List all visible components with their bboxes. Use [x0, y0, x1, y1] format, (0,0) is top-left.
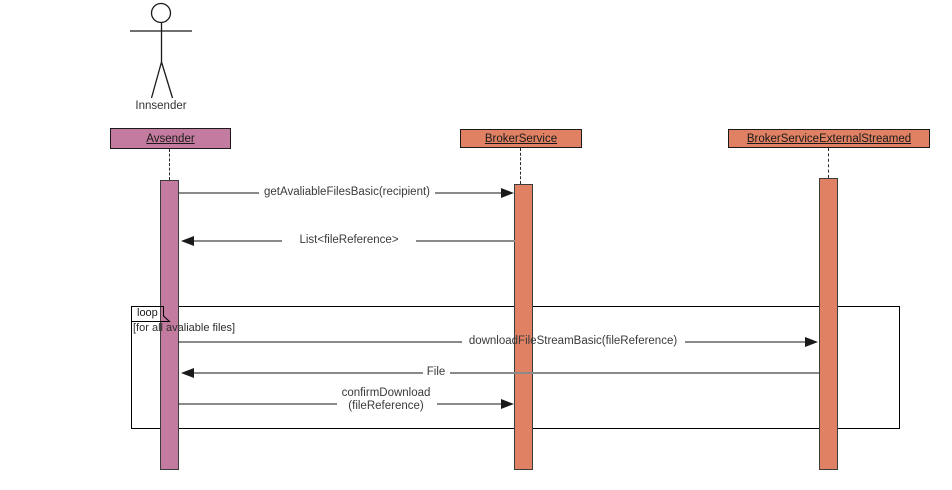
message-line-segment: [194, 372, 423, 374]
message-label: List<fileReference>: [299, 234, 399, 246]
loop-guard-label: [for all avaliable files]: [133, 322, 236, 334]
participant-label-brokerserviceexternalstreamed: BrokerServiceExternalStreamed: [746, 132, 912, 145]
message-label: File: [426, 366, 446, 378]
actor-label: Innsender: [135, 100, 187, 112]
arrowhead-right-icon: [805, 337, 818, 347]
message-line-segment: [179, 341, 462, 343]
message-label: getAvaliableFilesBasic(recipient): [264, 186, 430, 198]
message-line-segment: [437, 403, 502, 405]
participant-box-brokerservice: BrokerService: [460, 129, 582, 148]
activation-avsender: [160, 180, 179, 470]
activation-brokerservice: [514, 184, 533, 470]
message-label: confirmDownload (fileReference): [342, 387, 431, 412]
lifeline-brokerserviceexternalstreamed: [828, 148, 829, 178]
arrowhead-right-icon: [501, 399, 514, 409]
participant-box-avsender: Avsender: [110, 128, 231, 149]
activation-brokerserviceexternalstreamed: [819, 178, 838, 470]
loop-operator-label: loop: [137, 307, 158, 319]
message-label-line1: confirmDownload: [341, 387, 431, 399]
message-line-segment: [194, 240, 282, 242]
participant-box-brokerserviceexternalstreamed: BrokerServiceExternalStreamed: [728, 129, 930, 148]
arrowhead-left-icon: [181, 368, 194, 378]
message-line-segment: [685, 341, 806, 343]
message-line-segment: [179, 192, 259, 194]
loop-operator-tab: [131, 306, 171, 322]
arrowhead-right-icon: [501, 188, 514, 198]
participant-label-brokerservice: BrokerService: [484, 132, 558, 145]
arrowhead-left-icon: [181, 236, 194, 246]
lifeline-brokerservice: [520, 148, 521, 184]
message-line-segment: [416, 240, 515, 242]
message-label-line2: (fileReference): [348, 399, 424, 412]
message-label: downloadFileStreamBasic(fileReference): [468, 335, 678, 347]
participant-label-avsender: Avsender: [146, 132, 195, 145]
message-line-segment: [450, 372, 819, 374]
message-line-segment: [179, 403, 337, 405]
message-line-segment: [435, 192, 502, 194]
actor-figure-icon: [130, 2, 192, 99]
lifeline-avsender: [169, 149, 170, 180]
